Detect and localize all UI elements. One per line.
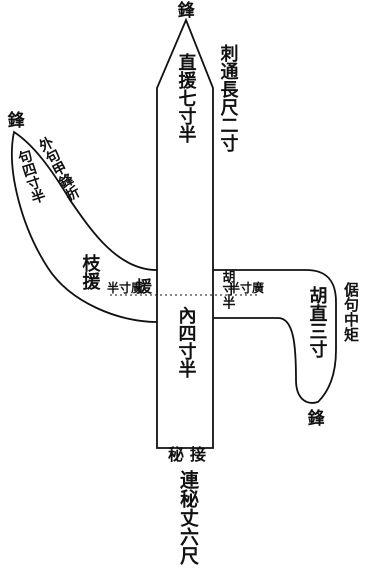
- label-mark-right: 半寸廣: [228, 280, 264, 295]
- label-blade-spine: 直援七寸半: [176, 52, 197, 144]
- label-blade-tip-left: 鋒: [7, 110, 26, 131]
- label-stem-right-note: 胡寸半: [220, 269, 236, 310]
- label-hu-side-note: 倨句中矩: [342, 281, 360, 343]
- label-mark-left: 半寸廣: [107, 280, 143, 295]
- label-shaft-note: 連秘丈六尺: [177, 469, 199, 566]
- right-hu-outline: [213, 269, 337, 404]
- label-blade-tip-right: 鋒: [307, 408, 326, 429]
- label-stem-left: 枝援: [80, 253, 102, 291]
- label-blade-tip-top: 鋒: [177, 0, 196, 21]
- label-inner-section: 內四寸半: [176, 306, 197, 379]
- label-stem-center: 援: [136, 277, 153, 296]
- label-butt-right: 接: [190, 445, 206, 464]
- left-branch-outline: [11, 130, 158, 323]
- vertical-blade-outline: [156, 17, 214, 449]
- label-butt-left: 秘: [168, 445, 184, 464]
- label-hu-length: 胡直三寸: [307, 285, 328, 358]
- label-blade-edge-note: 刺通長尺二寸: [218, 44, 239, 152]
